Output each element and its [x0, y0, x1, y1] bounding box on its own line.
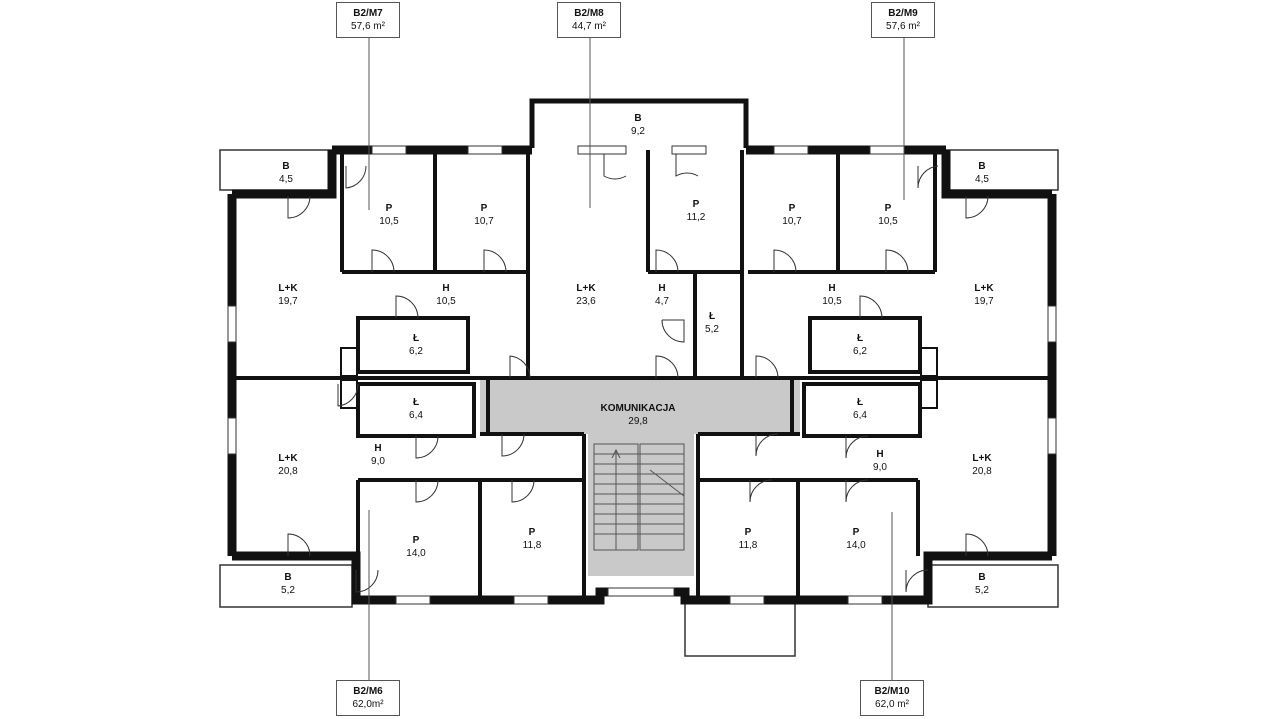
vent-ducts [340, 347, 938, 409]
interior-walls [232, 150, 1052, 596]
apartment-area: 44,7 m² [572, 21, 606, 32]
apartment-area: 62,0m² [352, 699, 384, 710]
apartment-label-b2-m9: B2/M9 57,6 m² [871, 2, 935, 38]
apartment-label-b2-m6: B2/M6 62,0m² [336, 680, 400, 716]
apartment-code: B2/M10 [874, 686, 910, 697]
windows [227, 145, 1057, 605]
stair-core [588, 434, 694, 576]
apartment-area: 57,6 m² [351, 21, 385, 32]
apartment-label-b2-m7: B2/M7 57,6 m² [336, 2, 400, 38]
apartment-area: 62,0 m² [875, 699, 909, 710]
communication-core [480, 380, 800, 434]
apartment-code: B2/M6 [353, 686, 383, 697]
apartment-code: B2/M7 [353, 8, 383, 19]
leader-lines [368, 38, 905, 680]
apartment-area: 57,6 m² [886, 21, 920, 32]
apartment-label-b2-m10: B2/M10 62,0 m² [860, 680, 924, 716]
doors [287, 154, 989, 593]
apartment-code: B2/M8 [574, 8, 604, 19]
apartment-code: B2/M9 [888, 8, 918, 19]
apartment-label-b2-m8: B2/M8 44,7 m² [557, 2, 621, 38]
stairs [593, 443, 685, 551]
top-balcony [529, 98, 749, 148]
